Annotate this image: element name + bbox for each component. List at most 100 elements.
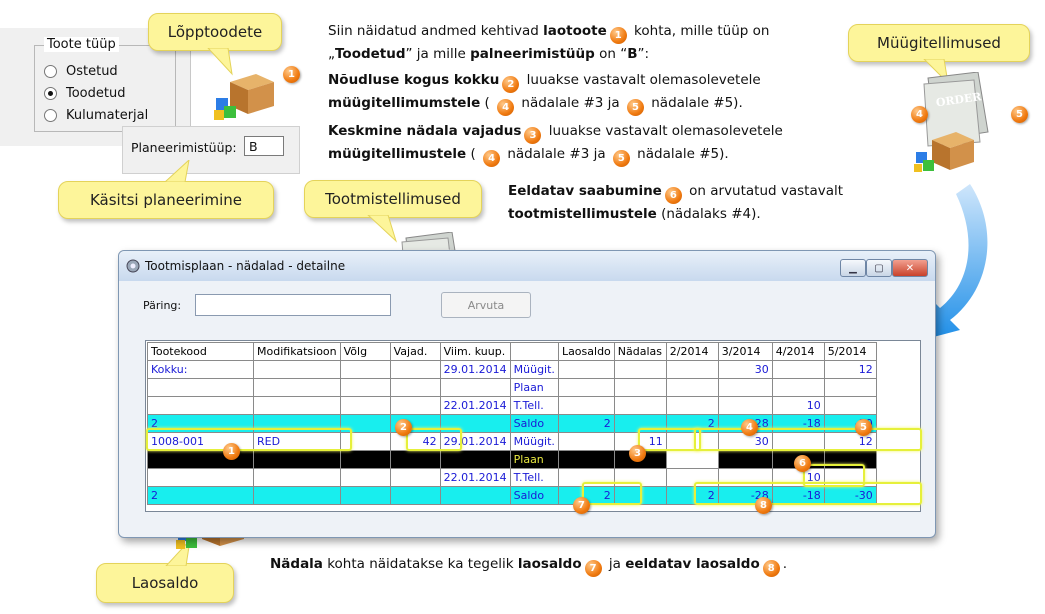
table-cell[interactable] <box>557 432 615 451</box>
column-header[interactable] <box>509 342 559 361</box>
table-cell[interactable]: Kokku: <box>147 360 254 379</box>
table-cell[interactable] <box>253 396 341 415</box>
column-header[interactable]: Vajad. <box>389 342 441 361</box>
table-cell[interactable] <box>665 360 719 379</box>
table-cell[interactable]: 30 <box>717 360 773 379</box>
table-cell[interactable] <box>439 450 511 469</box>
table-cell[interactable] <box>253 360 341 379</box>
table-cell[interactable] <box>389 486 441 505</box>
column-header[interactable]: Viim. kuup. <box>439 342 511 361</box>
column-header[interactable]: Tootekood <box>147 342 254 361</box>
close-button[interactable]: ✕ <box>892 259 928 277</box>
table-cell[interactable]: 22.01.2014 <box>439 468 511 487</box>
column-header[interactable]: Modifikatsioon <box>253 342 341 361</box>
column-header[interactable]: Võlg <box>339 342 391 361</box>
radio-icon[interactable] <box>44 65 57 78</box>
radio-ostetud[interactable]: Ostetud <box>44 64 118 79</box>
table-cell[interactable] <box>389 468 441 487</box>
table-cell[interactable] <box>557 396 615 415</box>
table-cell[interactable] <box>253 378 341 397</box>
column-header[interactable]: Laosaldo <box>557 342 615 361</box>
table-cell[interactable] <box>665 378 719 397</box>
table-cell[interactable]: 2 <box>665 486 719 505</box>
table-cell[interactable] <box>557 360 615 379</box>
table-cell[interactable]: Saldo <box>509 486 559 505</box>
radio-icon[interactable] <box>44 109 57 122</box>
table-cell[interactable] <box>253 468 341 487</box>
table-cell[interactable] <box>439 486 511 505</box>
table-row[interactable]: Plaan <box>147 378 877 397</box>
table-cell[interactable]: -30 <box>823 486 877 505</box>
table-cell[interactable] <box>339 378 391 397</box>
table-cell[interactable]: -18 <box>771 486 825 505</box>
table-cell[interactable] <box>439 378 511 397</box>
table-cell[interactable] <box>147 378 254 397</box>
table-cell[interactable]: 10 <box>771 396 825 415</box>
table-cell[interactable]: Müügit. <box>509 432 559 451</box>
table-cell[interactable] <box>665 396 719 415</box>
table-cell[interactable]: 2 <box>147 486 254 505</box>
table-cell[interactable] <box>557 450 615 469</box>
calculate-button[interactable]: Arvuta <box>441 292 531 318</box>
table-cell[interactable]: 12 <box>823 432 877 451</box>
table-cell[interactable] <box>823 396 877 415</box>
table-cell[interactable] <box>717 378 773 397</box>
table-cell[interactable]: Saldo <box>509 414 559 433</box>
table-cell[interactable]: 29.01.2014 <box>439 360 511 379</box>
table-cell[interactable]: 2 <box>557 486 615 505</box>
table-cell[interactable] <box>389 378 441 397</box>
table-cell[interactable] <box>339 360 391 379</box>
table-cell[interactable]: 2 <box>557 414 615 433</box>
table-cell[interactable] <box>665 450 719 469</box>
table-cell[interactable]: 11 <box>613 432 667 451</box>
table-cell[interactable] <box>717 396 773 415</box>
table-cell[interactable] <box>557 378 615 397</box>
planning-type-input[interactable]: B <box>244 136 284 156</box>
table-cell[interactable]: 12 <box>823 360 877 379</box>
table-cell[interactable] <box>613 360 667 379</box>
table-cell[interactable] <box>339 486 391 505</box>
callout-laosaldo-text: Laosaldo <box>131 574 199 592</box>
table-cell[interactable] <box>771 378 825 397</box>
table-cell[interactable] <box>339 414 391 433</box>
table-cell[interactable] <box>147 468 254 487</box>
column-header[interactable]: 2/2014 <box>665 342 719 361</box>
table-cell[interactable] <box>253 450 341 469</box>
table-cell[interactable]: Müügit. <box>509 360 559 379</box>
radio-selected-icon[interactable] <box>44 87 57 100</box>
table-cell[interactable] <box>147 396 254 415</box>
table-row[interactable]: Plaan <box>147 450 877 469</box>
table-cell[interactable] <box>389 396 441 415</box>
table-cell[interactable] <box>339 396 391 415</box>
query-input[interactable] <box>195 294 391 316</box>
column-header[interactable]: 5/2014 <box>823 342 877 361</box>
table-cell[interactable] <box>717 450 773 469</box>
callout-tail <box>164 160 190 182</box>
table-cell[interactable]: T.Tell. <box>509 468 559 487</box>
table-cell[interactable] <box>613 378 667 397</box>
column-header[interactable]: 4/2014 <box>771 342 825 361</box>
table-cell[interactable] <box>389 450 441 469</box>
table-cell[interactable] <box>253 486 341 505</box>
maximize-button[interactable]: ▢ <box>866 259 892 277</box>
minimize-button[interactable]: ▁ <box>840 259 866 277</box>
table-cell[interactable]: 22.01.2014 <box>439 396 511 415</box>
table-cell[interactable] <box>771 360 825 379</box>
radio-kulumaterjal[interactable]: Kulumaterjal <box>44 108 148 123</box>
column-header[interactable]: 3/2014 <box>717 342 773 361</box>
table-cell[interactable] <box>339 450 391 469</box>
table-cell[interactable] <box>823 378 877 397</box>
table-cell[interactable] <box>613 396 667 415</box>
radio-toodetud[interactable]: Toodetud <box>44 86 125 101</box>
table-cell[interactable]: RED <box>253 432 341 451</box>
table-cell[interactable] <box>339 468 391 487</box>
table-cell[interactable] <box>389 360 441 379</box>
column-header[interactable]: Nädalas <box>613 342 667 361</box>
table-cell[interactable]: Plaan <box>509 450 559 469</box>
table-cell[interactable]: T.Tell. <box>509 396 559 415</box>
table-cell[interactable]: Plaan <box>509 378 559 397</box>
